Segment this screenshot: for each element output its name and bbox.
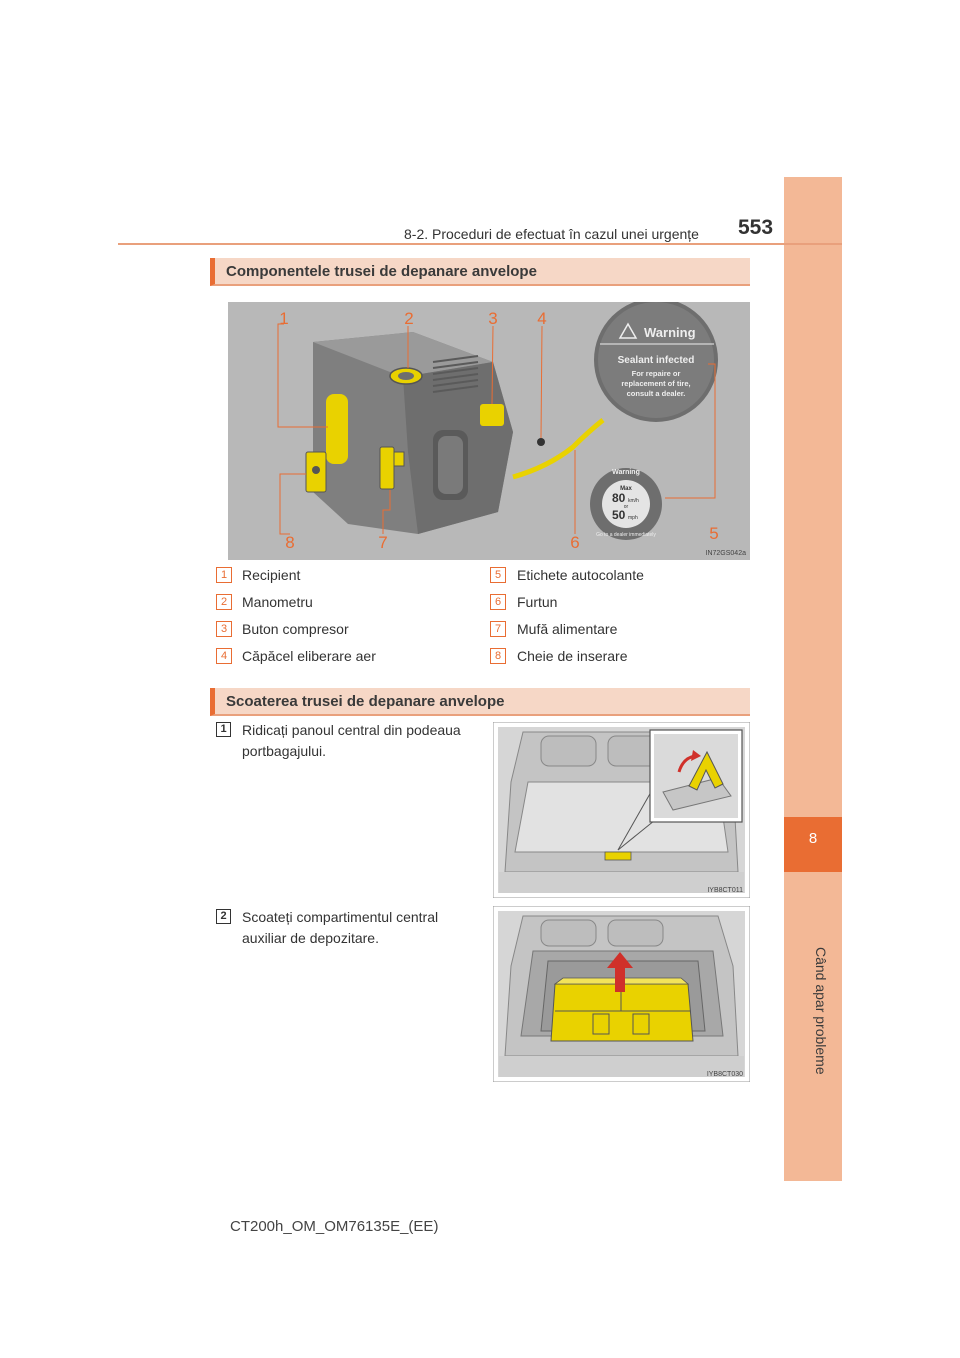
warning-label-line3: replacement of tire, bbox=[621, 379, 690, 388]
chapter-tab bbox=[784, 817, 842, 872]
legend-label-buton: Buton compresor bbox=[242, 621, 349, 637]
speed-label-ring-text: Go to a dealer immediately bbox=[596, 532, 656, 538]
legend-num-2: 2 bbox=[216, 594, 232, 610]
trunk-panel-photo: IYB8CT011 bbox=[492, 721, 751, 899]
legend-label-recipient: Recipient bbox=[242, 567, 301, 583]
speed-label-kmh-value: 80 bbox=[612, 491, 626, 505]
page-number: 553 bbox=[738, 216, 774, 239]
step-text-1: Ridicați panoul central din podeaua port… bbox=[242, 722, 461, 759]
callout-5: 5 bbox=[709, 524, 718, 543]
callout-8: 8 bbox=[285, 533, 294, 552]
step-number-1: 1 bbox=[216, 722, 231, 737]
legend-label-etichete: Etichete autocolante bbox=[517, 567, 644, 583]
legend-label-capacel: Căpăcel eliberare aer bbox=[242, 648, 376, 664]
photo-code-1: IYB8CT011 bbox=[707, 887, 743, 894]
speed-label-kmh-unit: km/h bbox=[628, 498, 639, 504]
legend-label-manometru: Manometru bbox=[242, 594, 313, 610]
warning-label-line2: For repaire or bbox=[632, 369, 681, 378]
speed-label-mph-unit: mph bbox=[628, 515, 638, 521]
running-header-title: 8-2. Proceduri de efectuat în cazul unei… bbox=[404, 226, 699, 242]
footer-manual-code: CT200h_OM_OM76135E_(EE) bbox=[230, 1218, 439, 1235]
callout-4: 4 bbox=[537, 309, 546, 328]
photo-code-2: IYB8CT030 bbox=[707, 1071, 743, 1078]
header-rule bbox=[118, 243, 842, 245]
legend-num-6: 6 bbox=[490, 594, 506, 610]
warning-label-title: Warning bbox=[644, 325, 696, 340]
legend-label-furtun: Furtun bbox=[517, 594, 558, 610]
legend-num-3: 3 bbox=[216, 621, 232, 637]
legend-num-4: 4 bbox=[216, 648, 232, 664]
chapter-number: 8 bbox=[808, 830, 818, 847]
section-heading-text: Scoaterea trusei de depanare anvelope bbox=[226, 693, 505, 710]
warning-label-line1: Sealant infected bbox=[618, 355, 695, 366]
speed-label-or: or bbox=[624, 504, 629, 510]
storage-compartment-photo: IYB8CT030 bbox=[492, 905, 751, 1083]
section-heading-text: Componentele trusei de depanare anvelope bbox=[226, 263, 537, 280]
section-heading-removal: Scoaterea trusei de depanare anvelope bbox=[210, 688, 750, 716]
step-number-2: 2 bbox=[216, 909, 231, 924]
callout-6: 6 bbox=[570, 533, 579, 552]
speed-label-title: Warning bbox=[612, 469, 640, 476]
section-heading-components: Componentele trusei de depanare anvelope bbox=[210, 258, 750, 286]
speed-label-max: Max bbox=[620, 486, 632, 492]
legend-num-7: 7 bbox=[490, 621, 506, 637]
legend-label-cheie: Cheie de inserare bbox=[517, 648, 628, 664]
callout-2: 2 bbox=[404, 309, 413, 328]
legend-label-mufa: Mufă alimentare bbox=[517, 621, 618, 637]
legend-num-1: 1 bbox=[216, 567, 232, 583]
figure-code: IN72GS042a bbox=[706, 550, 747, 557]
callout-3: 3 bbox=[488, 309, 497, 328]
repair-kit-figure: Warning Sealant infected For repaire or … bbox=[228, 298, 750, 560]
legend-num-5: 5 bbox=[490, 567, 506, 583]
callout-7: 7 bbox=[378, 533, 387, 552]
callout-1: 1 bbox=[279, 309, 288, 328]
chapter-side-band bbox=[784, 177, 842, 1181]
warning-label-line4: consult a dealer. bbox=[627, 389, 686, 398]
legend-num-8: 8 bbox=[490, 648, 506, 664]
speed-label-mph-value: 50 bbox=[612, 508, 626, 522]
step-text-2: Scoateți compartimentul central auxiliar… bbox=[242, 909, 439, 946]
chapter-title: Când apar probleme bbox=[813, 947, 829, 1075]
